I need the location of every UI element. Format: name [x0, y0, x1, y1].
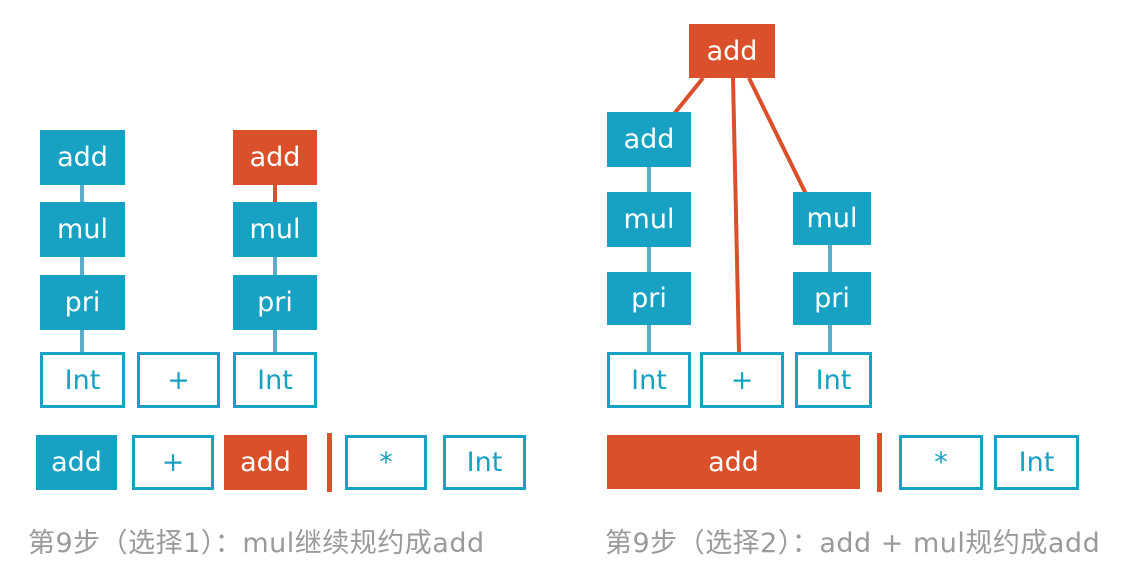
tree-root-add: add — [689, 24, 775, 78]
edge-root-to-mul — [747, 77, 808, 195]
edge-pri-int — [80, 328, 84, 354]
tree-node-mul: mul — [793, 192, 871, 245]
edge-pri-int — [828, 323, 832, 354]
tree-node-mul: mul — [40, 202, 125, 257]
input-token-star: * — [345, 435, 427, 490]
input-token-int: Int — [443, 435, 526, 490]
tree-node-add-highlight: add — [233, 130, 317, 185]
edge-mul-pri — [828, 244, 832, 274]
tree-leaf-plus: + — [137, 352, 220, 408]
stack-item-add: add — [36, 435, 117, 490]
tree-leaf-int: Int — [607, 352, 691, 408]
input-token-int: Int — [994, 435, 1079, 490]
left-caption: 第9步（选择1）：mul继续规约成add — [28, 528, 485, 559]
tree-node-add: add — [40, 130, 125, 185]
edge-mul-pri — [273, 255, 277, 277]
edge-add-mul — [647, 165, 651, 194]
tree-leaf-int: Int — [795, 352, 872, 408]
tree-node-mul: mul — [233, 202, 317, 257]
right-caption: 第9步（选择2）：add + mul规约成add — [605, 528, 1101, 559]
tree-node-pri: pri — [40, 275, 125, 330]
edge-root-to-add — [672, 76, 705, 116]
tree-leaf-int: Int — [40, 352, 125, 408]
edge-add-mul — [80, 183, 84, 204]
edge-add-mul-orange — [273, 183, 277, 204]
edge-pri-int — [647, 323, 651, 354]
stack-item-add-wide: add — [607, 435, 860, 489]
edge-mul-pri — [647, 245, 651, 274]
tree-node-mul: mul — [607, 192, 691, 247]
stack-input-separator — [877, 433, 882, 492]
edge-root-to-plus — [731, 77, 741, 353]
tree-leaf-int: Int — [233, 352, 317, 408]
tree-node-add: add — [607, 112, 691, 167]
tree-node-pri: pri — [607, 272, 691, 325]
tree-node-pri: pri — [233, 275, 317, 330]
stack-item-add-highlight: add — [224, 435, 307, 490]
edge-pri-int — [273, 328, 277, 354]
stack-item-plus: + — [132, 435, 214, 490]
tree-node-pri: pri — [793, 272, 871, 325]
input-token-star: * — [899, 435, 983, 490]
stack-input-separator — [327, 433, 332, 492]
edge-mul-pri — [80, 255, 84, 277]
tree-leaf-plus: + — [700, 352, 784, 408]
